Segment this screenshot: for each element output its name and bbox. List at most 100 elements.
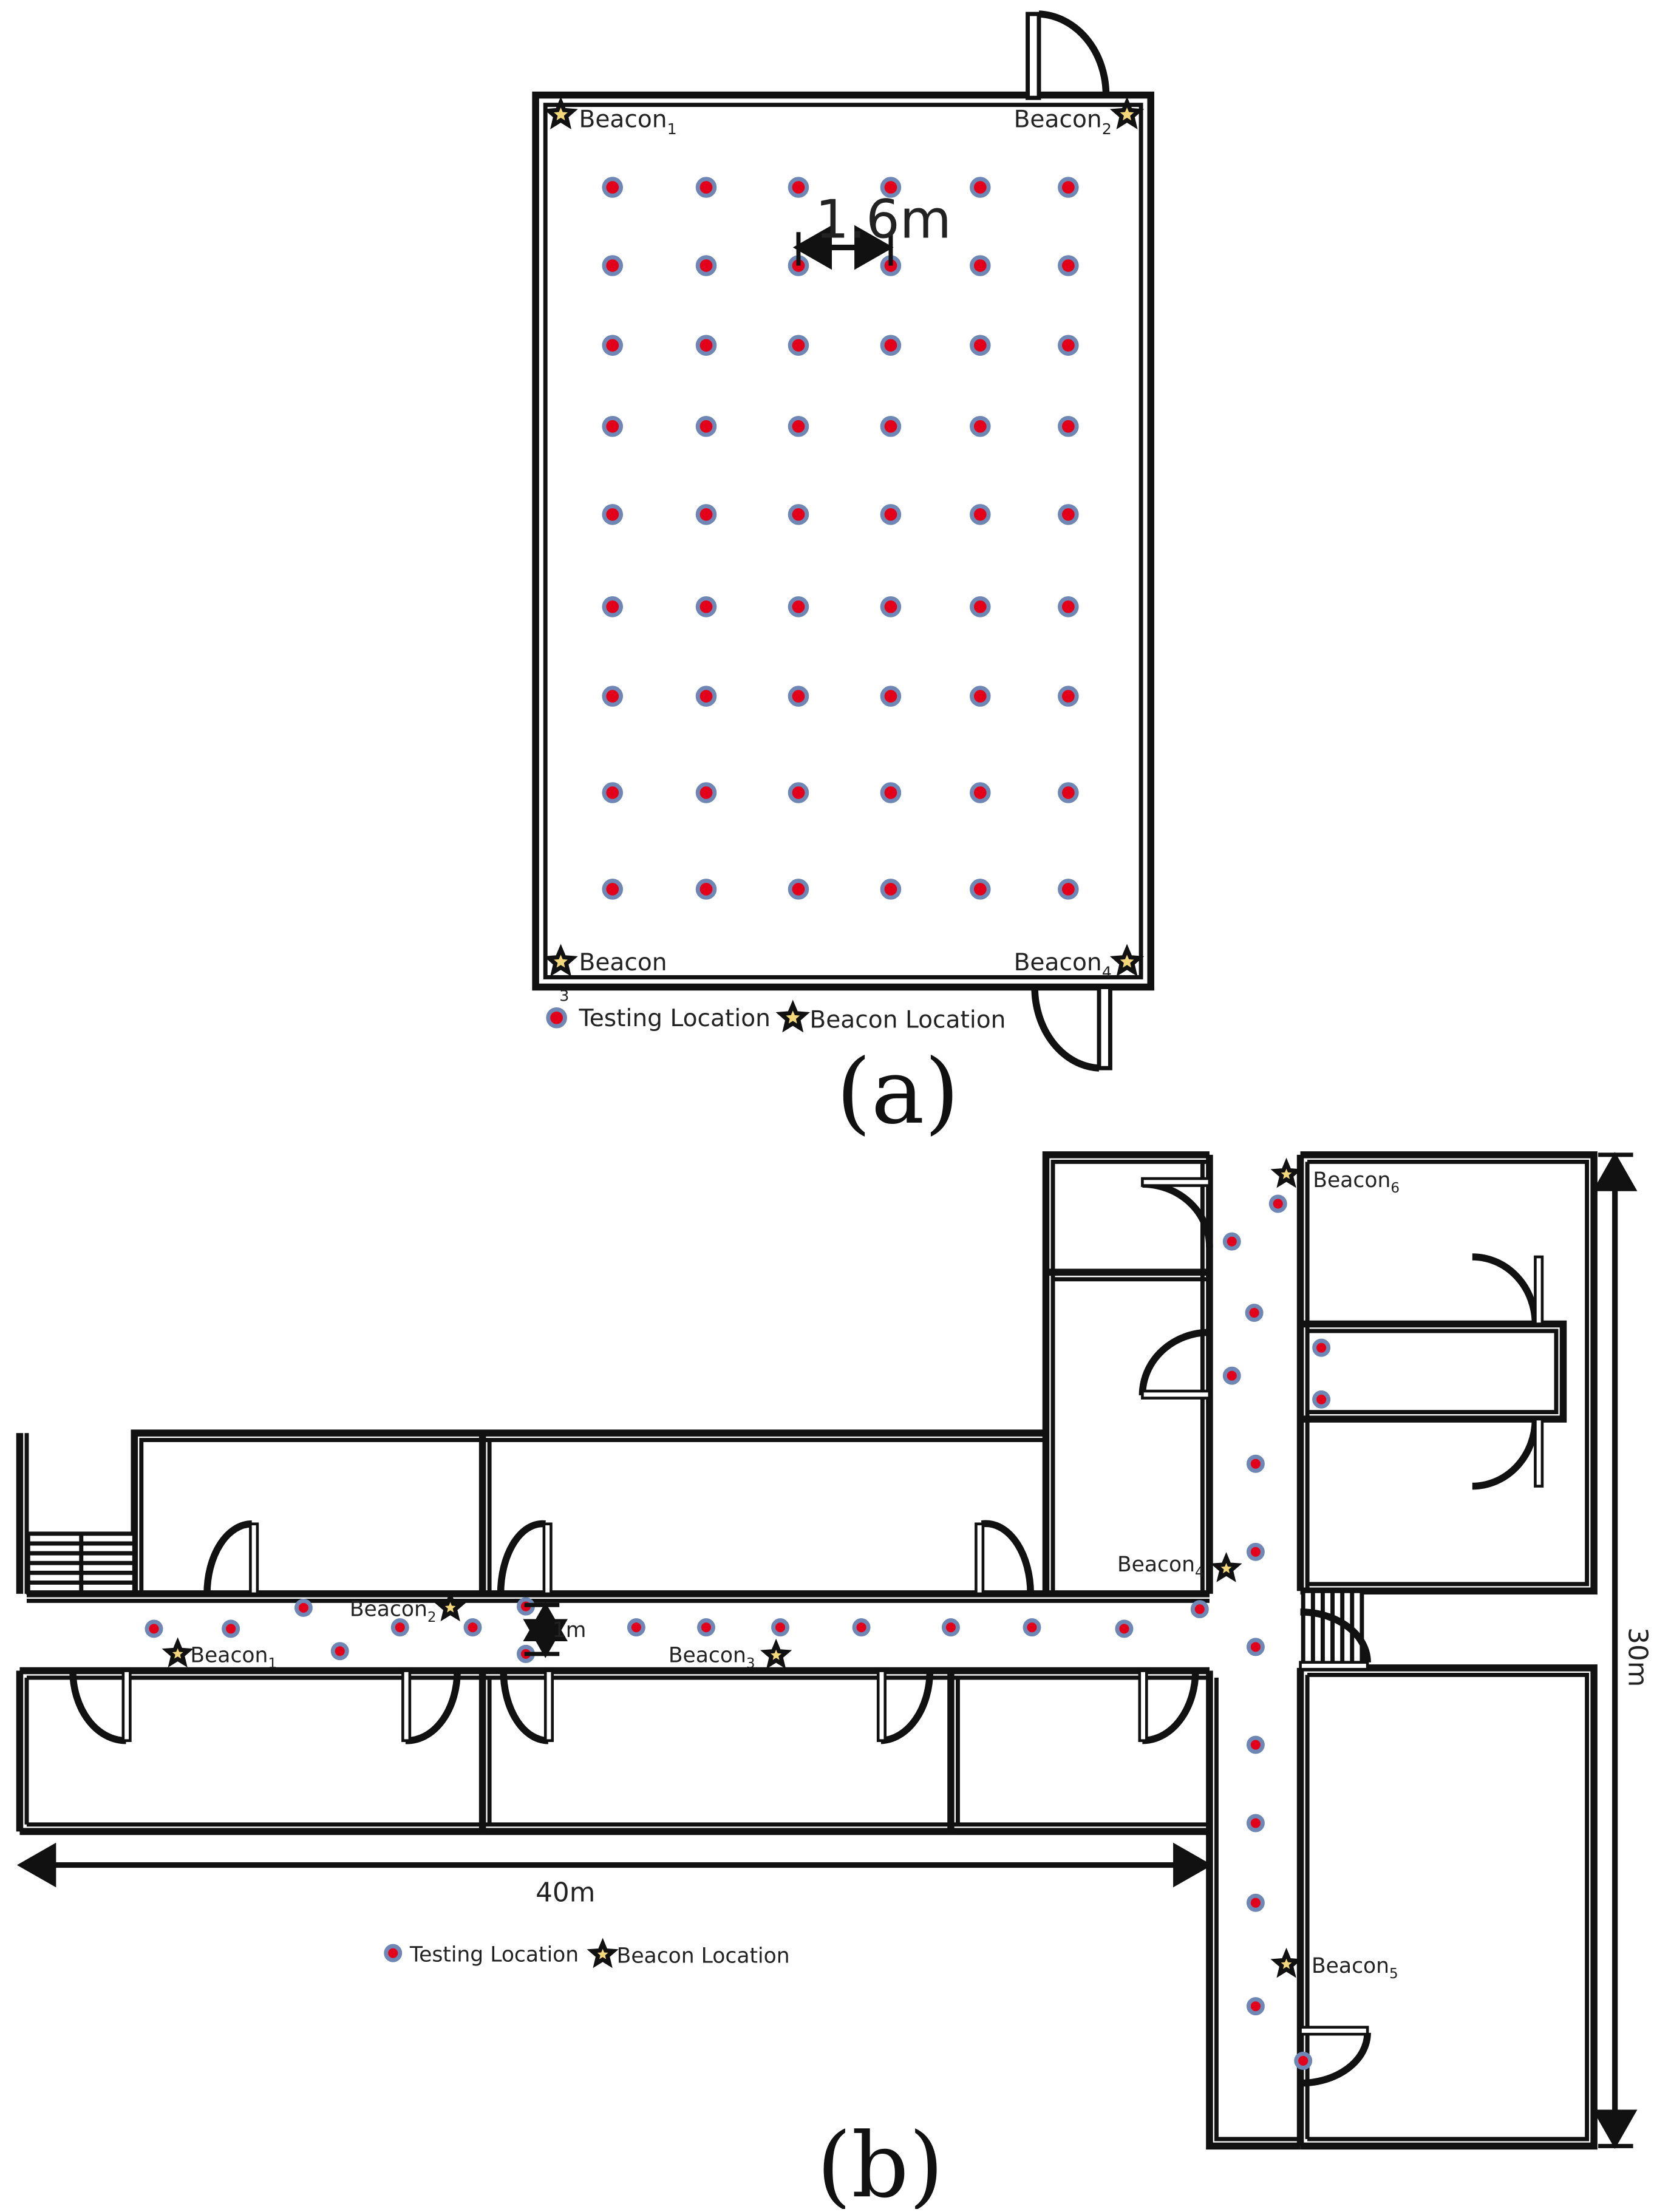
testing-location-dot xyxy=(602,879,624,900)
panel-a-room-plan: 1.6m Beacon1 Beacon2 Beacon 3 Beacon4 Te… xyxy=(532,10,1154,1144)
beacon-2: Beacon2 xyxy=(350,1591,466,1625)
testing-location-dot xyxy=(1058,504,1079,525)
testing-location-dot xyxy=(627,1618,645,1637)
testing-location-dot xyxy=(602,686,624,707)
testing-location-dot xyxy=(602,416,624,437)
testing-location-dot xyxy=(695,335,717,356)
spacing-label: 1.6m xyxy=(815,188,951,250)
testing-location-dot xyxy=(788,504,809,525)
stairs-left xyxy=(26,1531,137,1595)
beacon-label: Beacon1 xyxy=(190,1644,277,1672)
testing-location-grid xyxy=(602,177,1079,900)
testing-location-dot xyxy=(1058,782,1079,803)
beacon-label: Beacon4 xyxy=(1014,949,1112,981)
red-dot-icon xyxy=(384,1944,403,1962)
beacon-label: Beacon3 xyxy=(669,1644,755,1672)
beacon-label: Beacon xyxy=(579,949,667,976)
legend-a: Testing Location Beacon Location xyxy=(546,999,1006,1033)
testing-location-dot xyxy=(1294,2051,1313,2070)
testing-location-dot xyxy=(852,1618,871,1637)
door-bottom-right xyxy=(1031,985,1112,1072)
testing-location-dot xyxy=(145,1619,163,1638)
testing-location-dot xyxy=(788,335,809,356)
legend-testing-label: Testing Location xyxy=(409,1942,579,1967)
red-dot-icon xyxy=(546,1007,567,1029)
testing-location-dot xyxy=(1058,335,1079,356)
right-wing-walls xyxy=(1042,1151,1598,2150)
testing-location-dot xyxy=(788,596,809,618)
testing-location-dot xyxy=(941,1618,960,1637)
door-top-right xyxy=(1026,10,1110,100)
testing-location-dot xyxy=(1312,1390,1331,1409)
star-icon xyxy=(1270,1157,1302,1188)
testing-location-dot xyxy=(1058,177,1079,198)
testing-location-dot xyxy=(1245,1304,1264,1322)
testing-location-dot xyxy=(880,879,902,900)
testing-location-dot xyxy=(222,1619,240,1638)
left-wing-walls xyxy=(16,1429,1210,1836)
testing-location-dot xyxy=(1246,1454,1265,1473)
testing-location-dot xyxy=(970,504,991,525)
testing-location-dot xyxy=(880,596,902,618)
doors xyxy=(69,1177,1544,2087)
testing-location-dot xyxy=(788,416,809,437)
testing-location-dot xyxy=(695,177,717,198)
star-icon xyxy=(162,1637,194,1668)
testing-location-dot xyxy=(788,177,809,198)
caption-a: (a) xyxy=(836,1040,959,1144)
beacon-6: Beacon6 xyxy=(1270,1157,1400,1196)
testing-location-dot xyxy=(602,782,624,803)
testing-location-dot xyxy=(602,255,624,276)
testing-location-dot xyxy=(1246,1542,1265,1561)
testing-location-dot xyxy=(463,1618,482,1637)
legend-beacon-label: Beacon Location xyxy=(617,1944,790,1969)
testing-location-dot xyxy=(880,686,902,707)
beacon-label: Beacon2 xyxy=(350,1598,437,1625)
testing-location-dot xyxy=(880,504,902,525)
testing-location-dot xyxy=(1268,1194,1287,1213)
beacon-label: Beacon4 xyxy=(1117,1553,1204,1581)
testing-location-dot xyxy=(1058,416,1079,437)
testing-location-dot xyxy=(788,686,809,707)
testing-location-dot xyxy=(1312,1338,1331,1357)
beacon-label: Beacon1 xyxy=(579,106,676,138)
testing-location-dot xyxy=(1058,596,1079,618)
testing-location-dot xyxy=(695,782,717,803)
star-icon xyxy=(543,944,578,977)
testing-location-dot xyxy=(695,416,717,437)
testing-location-dot xyxy=(880,177,902,198)
beacon-3: Beacon3 xyxy=(669,1638,792,1672)
testing-location-dot xyxy=(970,782,991,803)
beacon-1: Beacon1 xyxy=(162,1637,277,1672)
panel-b-floor-plan: Beacon1 Beacon2 Beacon3 Beacon4 Beacon5 … xyxy=(16,1151,1653,2212)
legend-testing-label: Testing Location xyxy=(578,1005,770,1032)
testing-location-dot xyxy=(294,1598,313,1617)
testing-location-dot xyxy=(970,177,991,198)
star-icon xyxy=(543,97,578,129)
beacon-4: Beacon4 xyxy=(1117,1551,1242,1582)
testing-location-dot xyxy=(602,504,624,525)
testing-location-dot xyxy=(602,177,624,198)
testing-location-dot xyxy=(330,1642,349,1661)
corridor-width-label: 1m xyxy=(553,1618,587,1642)
testing-location-dot xyxy=(602,335,624,356)
beacon-label: Beacon5 xyxy=(1312,1954,1398,1982)
width-dimension-label: 40m xyxy=(536,1877,595,1908)
testing-location-dot xyxy=(695,504,717,525)
star-icon xyxy=(1210,1551,1242,1582)
beacon-1: Beacon1 xyxy=(543,97,677,138)
star-icon xyxy=(434,1591,466,1622)
legend-beacon-label: Beacon Location xyxy=(809,1006,1006,1033)
testing-location-dot xyxy=(880,335,902,356)
testing-location-dot xyxy=(1222,1366,1241,1385)
testing-location-dot xyxy=(880,416,902,437)
star-icon xyxy=(1109,97,1145,129)
room-outer-wall xyxy=(532,91,1154,991)
star-icon xyxy=(760,1638,792,1669)
beacon-4: Beacon4 xyxy=(1014,944,1145,981)
testing-location-dot xyxy=(697,1618,715,1637)
testing-location-dot xyxy=(1190,1600,1209,1619)
beacon-label: Beacon2 xyxy=(1014,106,1112,138)
testing-location-dot xyxy=(1246,1735,1265,1754)
